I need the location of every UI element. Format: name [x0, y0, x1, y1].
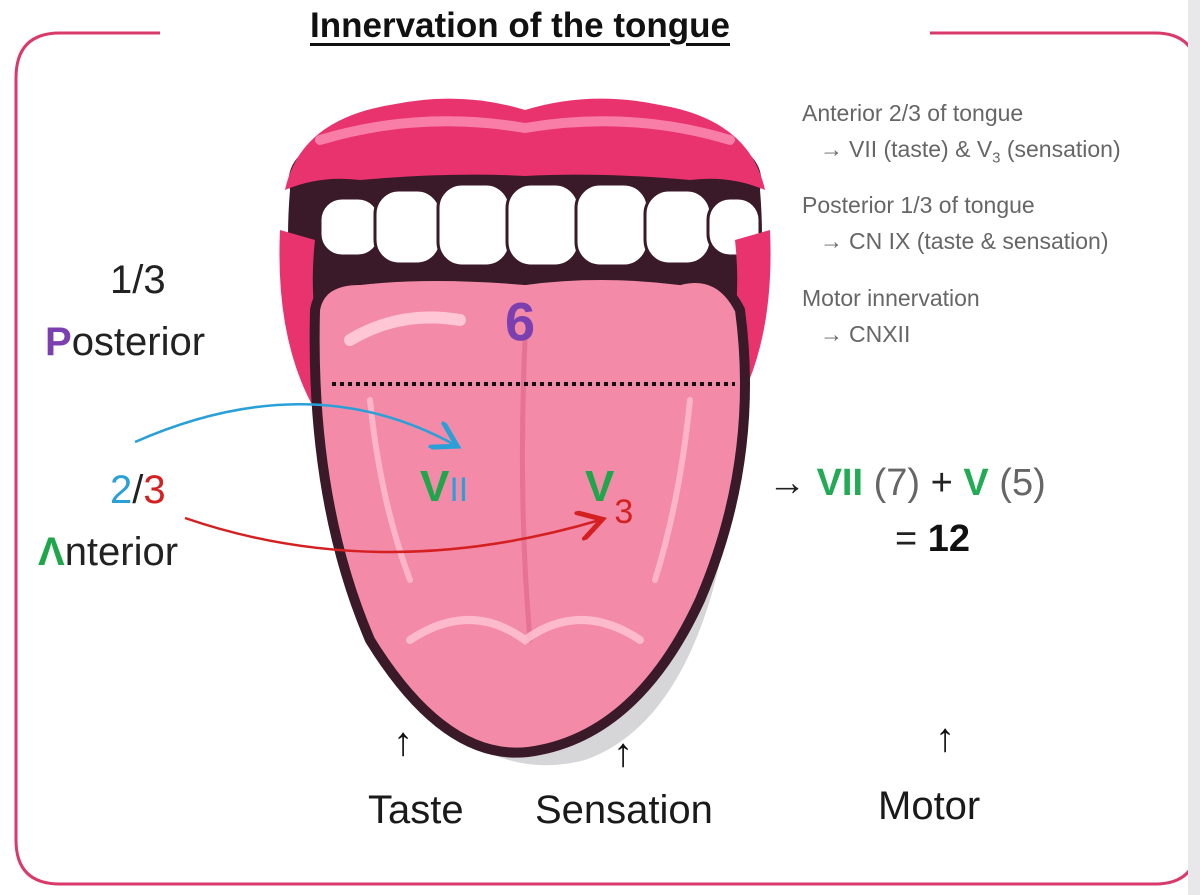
arrow-icon: →: [820, 228, 843, 254]
mouth-illustration: [279, 98, 771, 766]
anterior-label: Λnterior: [38, 530, 178, 575]
equation-vii-num: (7): [873, 462, 921, 504]
note-anterior-detail: →VII (taste) & V3 (sensation): [820, 136, 1121, 167]
motor-label: Motor: [878, 784, 981, 828]
up-arrow-icon: ↑: [393, 720, 413, 764]
posterior-initial: P: [45, 320, 72, 364]
v3-v: V: [585, 462, 615, 511]
taste-arrow: [134, 403, 455, 445]
equation-equals: =: [895, 518, 918, 560]
nine-glyph: 9: [505, 291, 536, 351]
vii-label: VII: [420, 462, 468, 512]
note-posterior-detail-text: CN IX (taste & sensation): [849, 228, 1109, 254]
up-arrow-icon: ↑: [613, 731, 633, 775]
note-anterior-heading: Anterior 2/3 of tongue: [802, 100, 1024, 126]
anterior-initial: Λ: [38, 530, 65, 574]
note-anterior-detail-b: (sensation): [1000, 136, 1121, 162]
v3-sub: 3: [614, 493, 634, 531]
equation-total-value: 12: [927, 518, 971, 560]
equation-total: = 12: [895, 518, 970, 561]
anterior-fraction: 2/3: [110, 468, 166, 513]
vii-v: V: [420, 462, 450, 511]
page-title: Innervation of the tongue: [310, 6, 730, 45]
posterior-label: Posterior: [45, 320, 205, 365]
note-anterior-sub: 3: [992, 149, 1001, 167]
note-motor-detail-text: CNXII: [849, 321, 911, 347]
note-posterior-detail: →CN IX (taste & sensation): [820, 228, 1109, 255]
fraction-three: 3: [143, 468, 166, 512]
fraction-slash: /: [132, 468, 144, 512]
posterior-fraction: 1/3: [110, 258, 166, 302]
equation-v-num: (5): [999, 462, 1046, 504]
arrow-icon: →: [820, 136, 843, 162]
note-motor-detail: →CNXII: [820, 321, 910, 348]
arrow-icon: →: [820, 321, 843, 347]
note-posterior-heading: Posterior 1/3 of tongue: [802, 192, 1035, 218]
arrow-icon: →: [768, 462, 806, 504]
fraction-two: 2: [110, 468, 133, 512]
up-arrow-icon: ↑: [935, 716, 955, 760]
sensation-label: Sensation: [535, 788, 713, 832]
equation-vii: VII: [816, 462, 864, 504]
taste-label: Taste: [368, 788, 464, 832]
v3-label: V3: [585, 462, 633, 531]
anterior-rest: nterior: [64, 530, 179, 574]
note-motor-heading: Motor innervation: [802, 285, 980, 311]
equation-v: V: [963, 462, 989, 504]
equation-line: → VII (7) + V (5): [768, 462, 1046, 505]
sensation-arrow: [184, 518, 600, 554]
equation-plus: +: [930, 462, 953, 504]
vii-ii: II: [449, 471, 469, 509]
note-anterior-detail-a: VII (taste) & V: [849, 136, 993, 162]
posterior-rest: osterior: [71, 320, 206, 364]
